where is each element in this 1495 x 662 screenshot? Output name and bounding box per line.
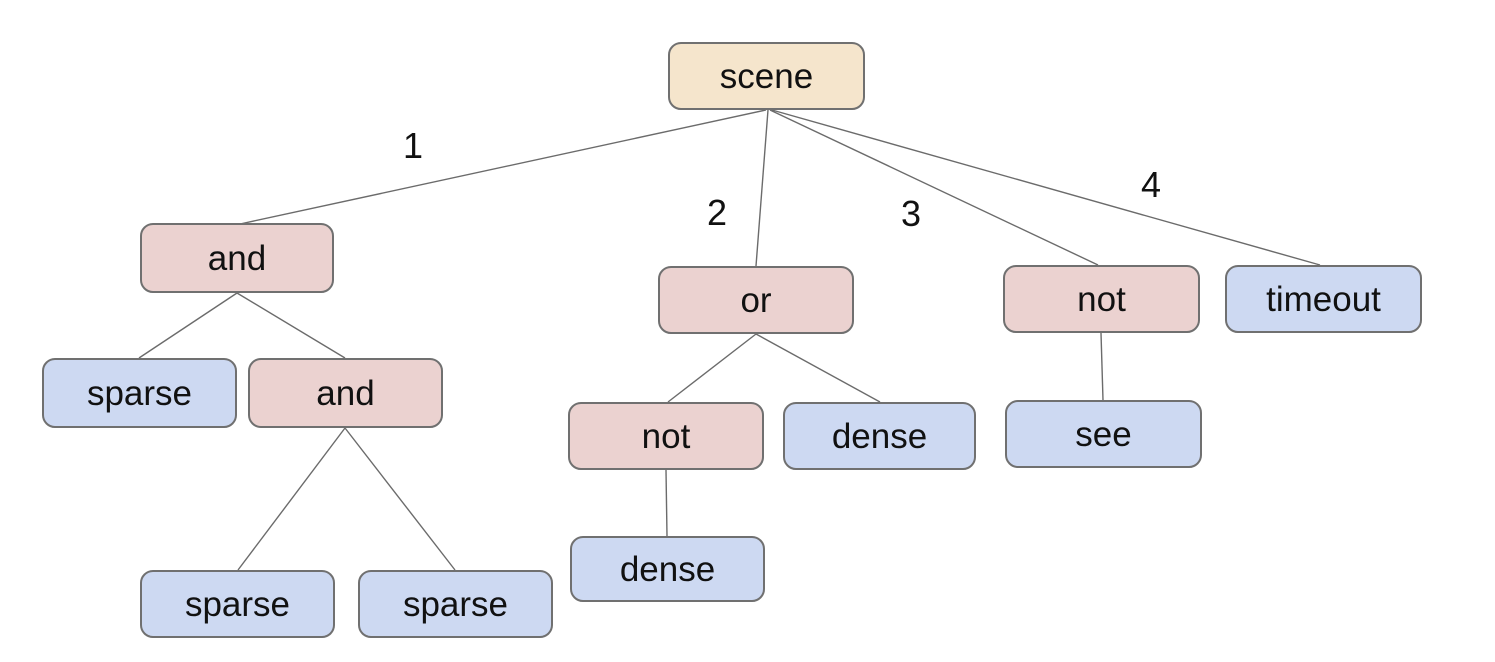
edge-label-1: 1 <box>402 125 424 166</box>
edge-not2-dense <box>665 469 668 537</box>
node-or-1: or <box>658 266 854 334</box>
edge-label-2: 2 <box>706 192 728 233</box>
node-scene: scene <box>668 42 865 110</box>
node-and-1: and <box>140 223 334 293</box>
node-see-1: see <box>1005 400 1202 468</box>
edge-scene-and <box>239 109 767 225</box>
node-timeout-1: timeout <box>1225 265 1422 333</box>
node-dense-1: dense <box>783 402 976 470</box>
node-sparse-2: sparse <box>140 570 335 638</box>
edge-label-4: 4 <box>1140 164 1162 205</box>
edge-and-and <box>236 292 346 359</box>
edge-and-sparse <box>138 292 238 359</box>
node-sparse-1: sparse <box>42 358 237 428</box>
node-and-2: and <box>248 358 443 428</box>
edge-scene-timeout <box>771 109 1321 266</box>
node-sparse-3: sparse <box>358 570 553 638</box>
edge-or-dense <box>755 333 881 403</box>
edge-label-3: 3 <box>900 193 922 234</box>
edge-scene-not <box>769 109 1099 266</box>
node-not-2: not <box>568 402 764 470</box>
edge-scene-or <box>755 109 769 267</box>
node-dense-2: dense <box>570 536 765 602</box>
edge-and2-sparse2 <box>344 427 456 571</box>
edge-not-see <box>1100 332 1104 401</box>
edge-and2-sparse <box>237 427 346 571</box>
node-not-1: not <box>1003 265 1200 333</box>
edge-or-not <box>667 333 757 403</box>
